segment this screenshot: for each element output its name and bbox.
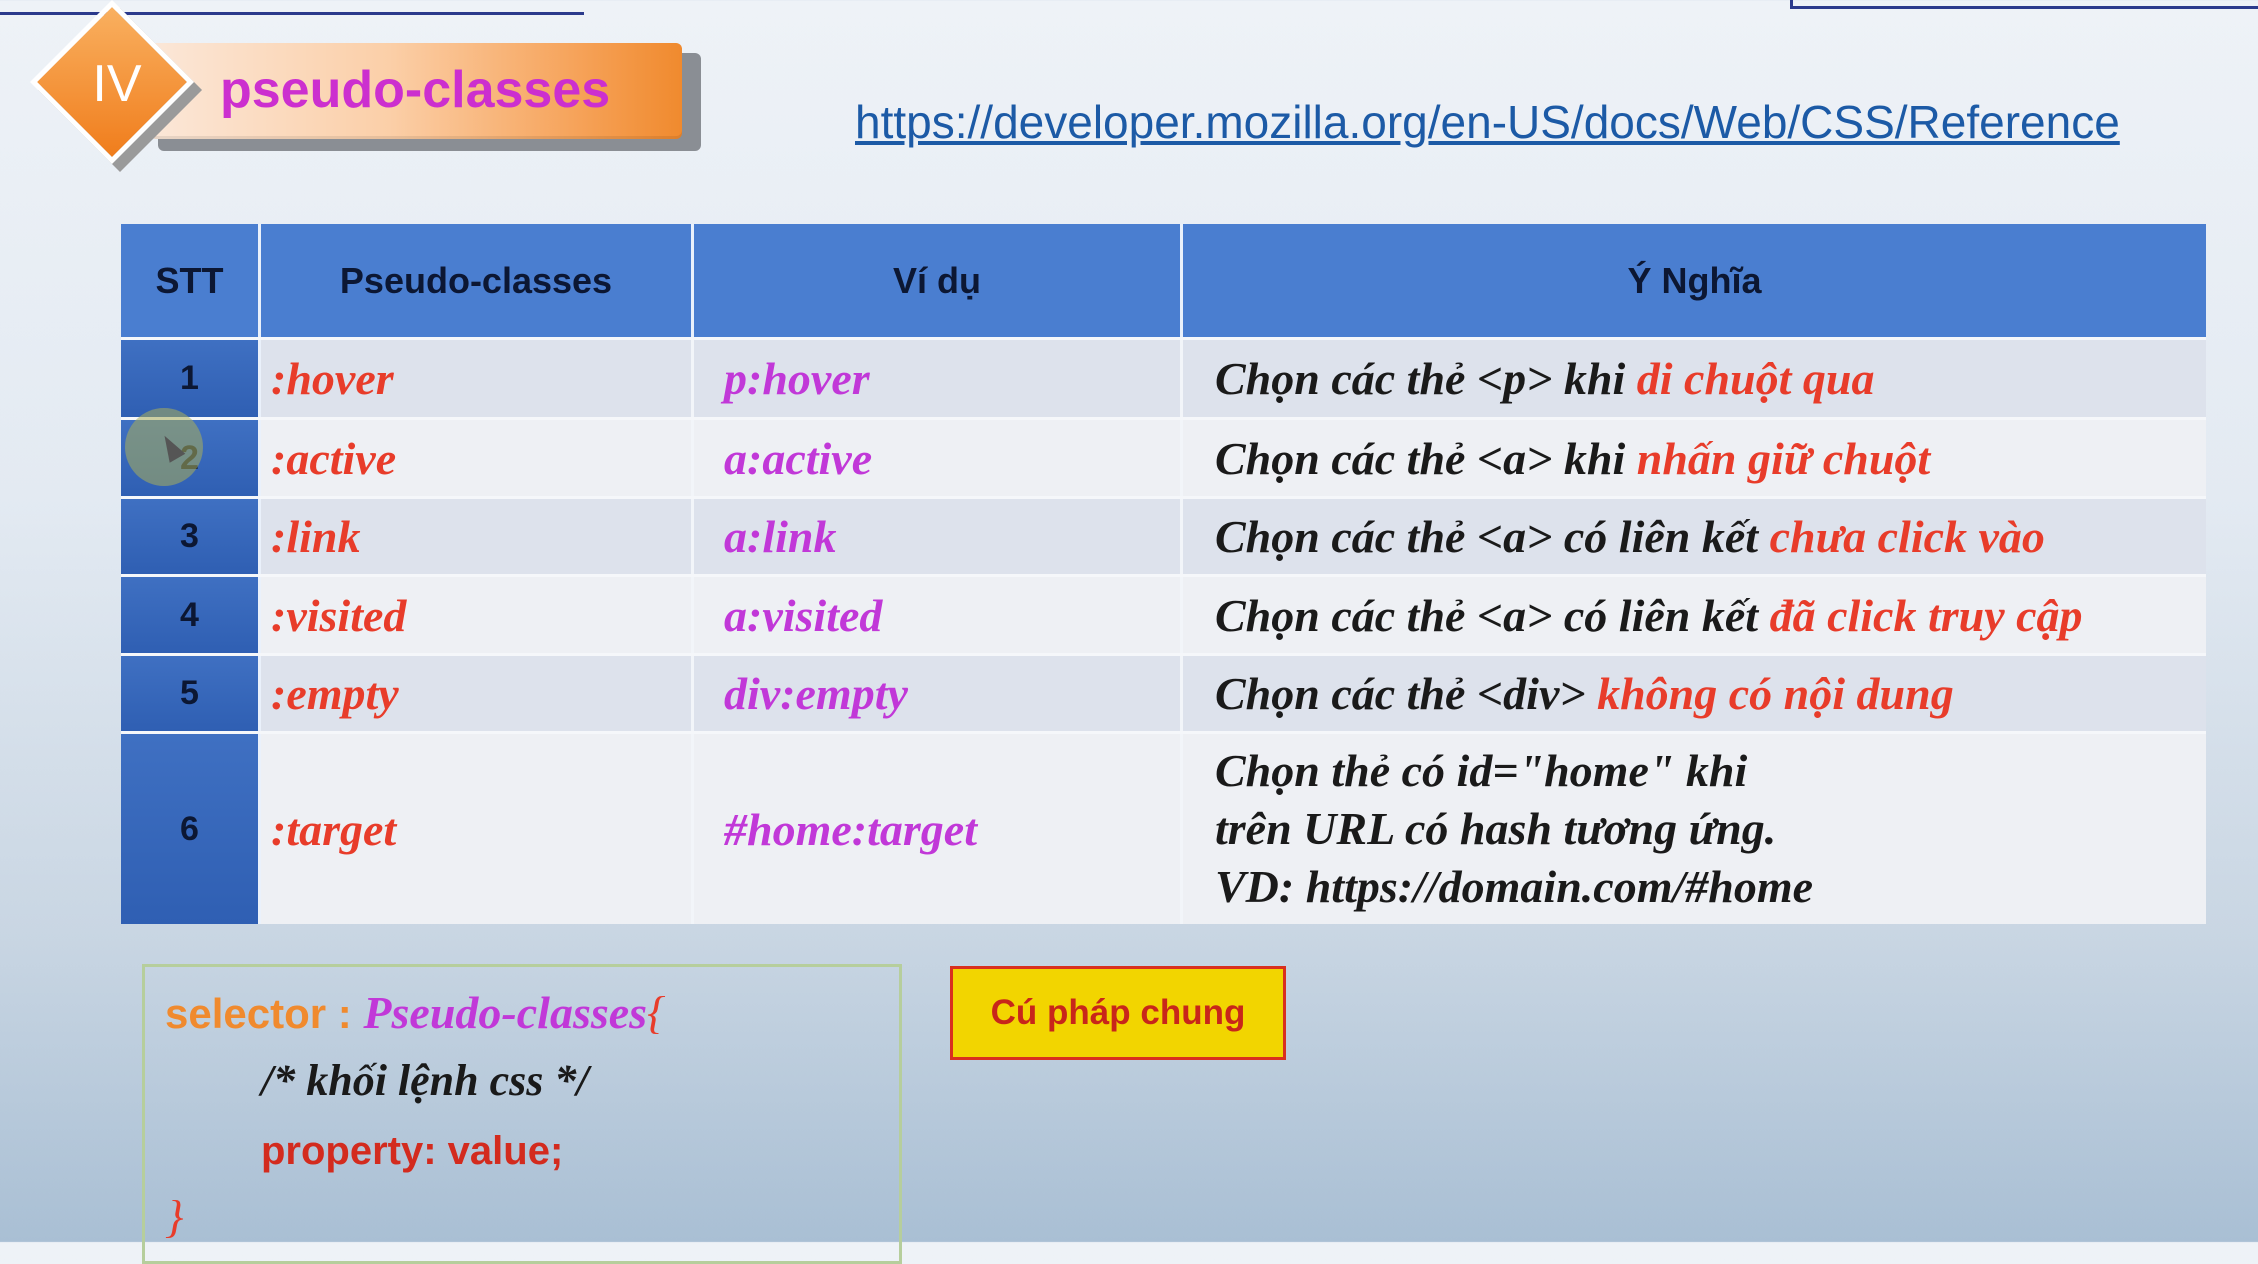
code-line-selector: selector : Pseudo-classes{ (165, 983, 665, 1054)
header-meaning: Ý Nghĩa (1627, 259, 1762, 301)
row-meaning-text: Chọn các thẻ <a> khi (1215, 432, 1637, 484)
row-meaning: Chọn các thẻ <p> khi di chuột qua (1183, 340, 2206, 417)
row-pseudo-cell: :visited (261, 577, 694, 653)
row-example-cell: div:empty (694, 656, 1183, 731)
row-pseudo: :empty (271, 668, 399, 719)
row-meaning-text: Chọn các thẻ <a> có liên kết (1215, 511, 1770, 562)
table-row: 6 :target #home:target Chọn thẻ có id="h… (121, 731, 2206, 924)
row-meaning-line: Chọn thẻ có id="home" khi (1215, 745, 1748, 796)
row-meaning-highlight: chưa click vào (1769, 511, 2045, 562)
section-number: IV (92, 55, 142, 113)
row-stt: 1 (121, 340, 261, 417)
syntax-label-button[interactable]: Cú pháp chung (950, 966, 1286, 1060)
row-meaning-highlight: đã click truy cập (1769, 589, 2083, 641)
row-pseudo-cell: :hover (261, 340, 694, 417)
syntax-code-box: selector : Pseudo-classes{ /* khối lệnh … (142, 964, 902, 1264)
code-comment: /* khối lệnh css */ (261, 1056, 589, 1105)
row-meaning-text: Chọn các thẻ <div> (1215, 668, 1598, 719)
cursor-highlight (125, 408, 203, 486)
row-pseudo: :target (271, 803, 397, 855)
row-stt: 4 (121, 577, 261, 653)
row-pseudo: :active (271, 432, 397, 484)
row-example-cell: #home:target (694, 734, 1183, 924)
row-meaning-line: trên URL có hash tương ứng. (1215, 803, 1777, 854)
row-meaning: Chọn các thẻ <a> khi nhấn giữ chuột (1183, 420, 2206, 496)
row-meaning: Chọn các thẻ <a> có liên kết chưa click … (1183, 499, 2206, 574)
header-pseudo-classes: Pseudo-classes (261, 224, 694, 337)
row-meaning-highlight: nhấn giữ chuột (1636, 432, 1931, 484)
row-stt: 5 (121, 656, 261, 731)
section-header-bar (150, 43, 682, 139)
mdn-reference-link[interactable]: https://developer.mozilla.org/en-US/docs… (855, 96, 2120, 148)
row-meaning-highlight: không có nội dung (1597, 668, 1954, 719)
row-meaning-highlight: di chuột qua (1636, 353, 1875, 404)
row-meaning: Chọn thẻ có id="home" khi trên URL có ha… (1183, 734, 2206, 924)
row-example-cell: a:link (694, 499, 1183, 574)
row-stt: 3 (121, 499, 261, 574)
code-selector: selector : (165, 990, 364, 1037)
row-example-cell: a:active (694, 420, 1183, 496)
header-example: Ví dụ (694, 224, 1183, 337)
row-meaning-text: Chọn các thẻ <a> có liên kết (1215, 589, 1770, 641)
section-title: pseudo-classes (220, 61, 611, 119)
table-row: 3 :link a:link Chọn các thẻ <a> có liên … (121, 496, 2206, 574)
row-pseudo: :link (271, 511, 361, 562)
header-stt: STT (121, 224, 261, 337)
row-example-cell: p:hover (694, 340, 1183, 417)
row-pseudo: :visited (271, 589, 407, 641)
code-property: property: value; (261, 1129, 564, 1173)
row-meaning-line: VD: https://domain.com/#home (1215, 861, 1814, 912)
table-row: 5 :empty div:empty Chọn các thẻ <div> kh… (121, 653, 2206, 731)
code-pseudo: Pseudo-classes (363, 987, 648, 1038)
row-meaning: Chọn các thẻ <div> không có nội dung (1183, 656, 2206, 731)
row-pseudo: :hover (271, 353, 394, 404)
row-example: a:visited (724, 589, 883, 641)
row-pseudo-cell: :active (261, 420, 694, 496)
code-open-brace: { (647, 987, 666, 1038)
top-border-right (1790, 0, 2258, 9)
row-pseudo-cell: :target (261, 734, 694, 924)
row-stt: 6 (121, 734, 261, 924)
table-row: 4 :visited a:visited Chọn các thẻ <a> có… (121, 574, 2206, 653)
row-example: p:hover (724, 353, 870, 404)
row-meaning-text: Chọn các thẻ <p> khi (1215, 353, 1637, 404)
row-example: #home:target (724, 803, 977, 855)
row-example: a:link (724, 511, 837, 562)
table-header-row: STT Pseudo-classes Ví dụ Ý Nghĩa (121, 224, 2206, 337)
table-row: 2 :active a:active Chọn các thẻ <a> khi … (121, 417, 2206, 496)
code-close-brace: } (165, 1191, 184, 1242)
row-meaning: Chọn các thẻ <a> có liên kết đã click tr… (1183, 577, 2206, 653)
row-example-cell: a:visited (694, 577, 1183, 653)
table-row: 1 :hover p:hover Chọn các thẻ <p> khi di… (121, 337, 2206, 417)
row-pseudo-cell: :empty (261, 656, 694, 731)
top-border-left (0, 0, 584, 15)
row-pseudo-cell: :link (261, 499, 694, 574)
row-example: div:empty (724, 668, 908, 719)
row-example: a:active (724, 432, 873, 484)
